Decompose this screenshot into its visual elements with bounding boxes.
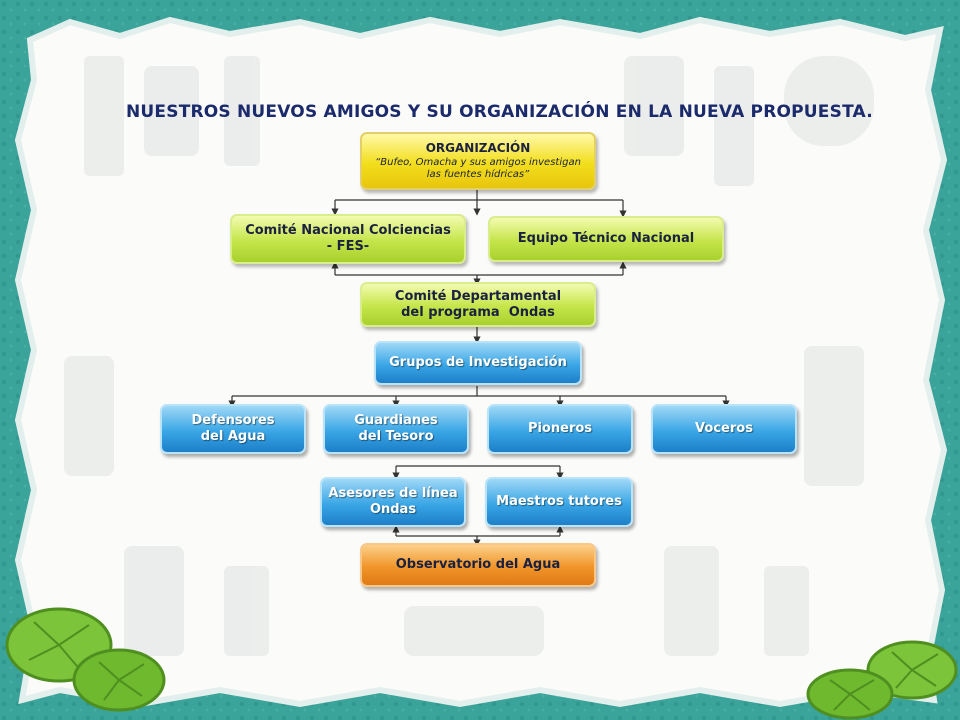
node-voceros: Voceros <box>651 404 797 454</box>
node-grupos: Grupos de Investigación <box>374 341 582 385</box>
node-organizacion-subtitle: “Bufeo, Omacha y sus amigos investigan l… <box>375 157 581 181</box>
node-equipo-tecnico: Equipo Técnico Nacional <box>488 216 724 262</box>
node-asesores-line1: Asesores de línea <box>328 486 458 502</box>
node-defensores: Defensores del Agua <box>160 404 306 454</box>
lily-pad-left-icon <box>5 607 166 712</box>
node-pioneros: Pioneros <box>487 404 633 454</box>
node-comite-nacional-line1: Comité Nacional Colciencias <box>245 223 451 239</box>
node-observatorio-label: Observatorio del Agua <box>395 557 561 573</box>
node-voceros-label: Voceros <box>695 421 753 437</box>
node-guardianes: Guardianes del Tesoro <box>323 404 469 454</box>
node-asesores: Asesores de línea Ondas <box>320 477 466 527</box>
node-asesores-line2: Ondas <box>369 502 417 517</box>
lily-pad-right-icon <box>806 640 958 720</box>
node-pioneros-label: Pioneros <box>527 421 593 437</box>
node-guardianes-line2: del Tesoro <box>358 429 434 444</box>
node-comite-departamental-line1: Comité Departamental <box>394 288 562 304</box>
node-guardianes-line1: Guardianes <box>354 413 438 429</box>
node-maestros: Maestros tutores <box>485 477 633 527</box>
node-comite-departamental: Comité Departamental del programa Ondas <box>360 282 596 327</box>
node-comite-nacional-line2: - FES- <box>326 239 370 254</box>
node-defensores-line2: del Agua <box>200 429 266 444</box>
node-organizacion-heading: ORGANIZACIÓN <box>425 140 531 155</box>
page-title: NUESTROS NUEVOS AMIGOS Y SU ORGANIZACIÓN… <box>126 102 873 122</box>
background-watermark <box>64 56 874 656</box>
node-grupos-label: Grupos de Investigación <box>389 355 567 371</box>
node-comite-nacional: Comité Nacional Colciencias - FES- <box>230 214 466 264</box>
node-observatorio: Observatorio del Agua <box>360 543 596 587</box>
node-equipo-tecnico-label: Equipo Técnico Nacional <box>517 231 695 247</box>
node-organizacion: ORGANIZACIÓN “Bufeo, Omacha y sus amigos… <box>360 132 596 190</box>
node-maestros-label: Maestros tutores <box>496 494 622 510</box>
node-comite-departamental-line2: del programa Ondas <box>401 304 555 320</box>
node-defensores-line1: Defensores <box>191 413 275 429</box>
